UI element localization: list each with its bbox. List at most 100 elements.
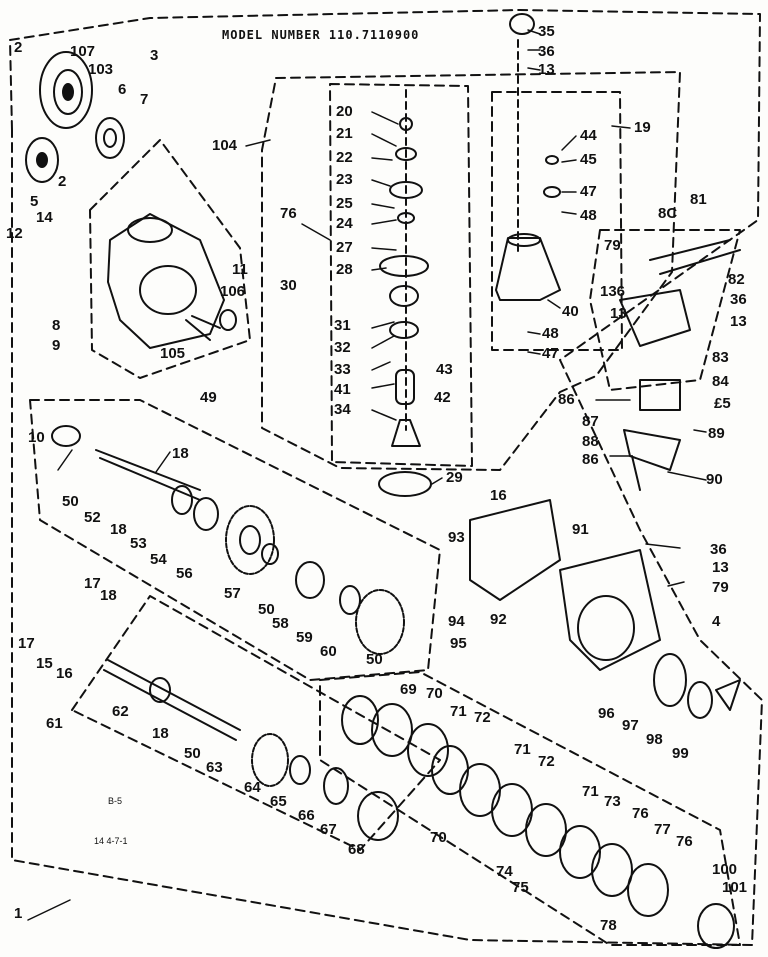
callout-c101: 101 (722, 879, 748, 896)
callout-c106: 106 (220, 283, 246, 300)
callout-c49: 49 (200, 389, 217, 406)
callout-c36a: 36 (538, 43, 555, 60)
callout-c88: 88 (582, 433, 599, 450)
callout-c4: 4 (712, 613, 721, 630)
callout-c95: 95 (450, 635, 467, 652)
callout-c24: 24 (336, 215, 353, 232)
callout-c18b: 18 (110, 521, 127, 538)
callout-c33: 33 (334, 361, 351, 378)
callout-c54: 54 (150, 551, 167, 568)
callout-c86b: 86 (582, 451, 599, 468)
callout-c73: 73 (604, 793, 621, 810)
callout-c58: 58 (272, 615, 289, 632)
callout-c79b: 79 (712, 579, 729, 596)
callout-c86a: 86 (558, 391, 575, 408)
callout-c43: 43 (436, 361, 453, 378)
bell-housing (495, 13, 561, 301)
callout-c103: 103 (88, 61, 114, 78)
callout-c50a: 50 (62, 493, 79, 510)
callout-c20: 20 (336, 103, 353, 120)
callout-c22: 22 (336, 149, 353, 166)
callout-c25: 25 (336, 195, 353, 212)
callout-c65: 65 (270, 793, 287, 810)
callout-c91: 91 (572, 521, 589, 538)
callout-c71b: 71 (514, 741, 531, 758)
page-code: B-5 (108, 796, 123, 806)
callout-c84: 84 (712, 373, 729, 390)
shaft-box-49 (29, 399, 441, 681)
callout-c105: 105 (160, 345, 186, 362)
model-number-label: MODEL NUMBER 110.7110900 (222, 28, 420, 42)
callout-c17b: 17 (18, 635, 35, 652)
callout-c18c: 18 (100, 587, 117, 604)
callout-c76c: 76 (676, 833, 693, 850)
lever-bracket (619, 239, 741, 491)
callout-c5: 5 (30, 193, 39, 210)
callout-c53: 53 (130, 535, 147, 552)
callout-c89: 89 (708, 425, 725, 442)
gearcase-housing (107, 213, 237, 349)
callout-c81: 81 (690, 191, 707, 208)
callout-c99: 99 (672, 745, 689, 762)
callout-c78: 78 (600, 917, 617, 934)
callout-c13a: 13 (538, 61, 555, 78)
callout-c30: 30 (280, 277, 297, 294)
callout-c60: 60 (320, 643, 337, 660)
callout-c7: 7 (140, 91, 149, 108)
callout-c72a: 72 (474, 709, 491, 726)
callout-c29: 29 (446, 469, 463, 486)
callout-c35: 35 (538, 23, 555, 40)
callout-c36b: 36 (730, 291, 747, 308)
callout-c59: 59 (296, 629, 313, 646)
callout-c52: 52 (84, 509, 101, 526)
shaft-column-parts (378, 89, 432, 497)
callout-c15: 15 (36, 655, 53, 672)
callout-c75: 75 (512, 879, 529, 896)
callout-c14: 14 (36, 209, 53, 226)
callout-c3: 3 (150, 47, 159, 64)
callout-c66: 66 (298, 807, 315, 824)
date-code: 14 4-7-1 (94, 836, 128, 846)
callout-c34: 34 (334, 401, 351, 418)
callout-c32: 32 (334, 339, 351, 356)
callout-c87: 87 (582, 413, 599, 430)
callout-c48a: 48 (580, 207, 597, 224)
callout-c68: 68 (348, 841, 365, 858)
callout-c79a: 79 (604, 237, 621, 254)
callout-c16a: 16 (490, 487, 507, 504)
shaft-box-61 (71, 595, 441, 851)
callout-c62: 62 (112, 703, 129, 720)
housing-box-19 (491, 91, 623, 351)
callout-c85: £5 (714, 395, 731, 412)
outer-boundary-line (9, 9, 763, 946)
callout-c42: 42 (434, 389, 451, 406)
callout-c80: 8C (658, 205, 678, 222)
callout-c70b: 70 (430, 829, 447, 846)
callout-c40: 40 (562, 303, 579, 320)
callout-c82: 82 (728, 271, 745, 288)
callout-c10: 10 (28, 429, 45, 446)
callout-c17a: 17 (84, 575, 101, 592)
callout-c83: 83 (712, 349, 729, 366)
callout-c11: 11 (232, 261, 248, 278)
callout-c45: 45 (580, 151, 597, 168)
callout-c1: 1 (14, 905, 23, 922)
callout-c36c: 36 (710, 541, 727, 558)
callout-c48b: 48 (542, 325, 559, 342)
callout-c47b: 47 (542, 345, 559, 362)
callout-c13c: 13 (730, 313, 747, 330)
callout-c92: 92 (490, 611, 507, 628)
callout-c2a: 2 (14, 39, 23, 56)
callout-c136: 136 (600, 283, 626, 300)
callout-c70a: 70 (426, 685, 443, 702)
callout-c93: 93 (448, 529, 465, 546)
callout-c23: 23 (336, 171, 353, 188)
callout-c76b: 76 (632, 805, 649, 822)
callout-c72b: 72 (538, 753, 555, 770)
callout-c18a: 18 (172, 445, 189, 462)
callout-c50d: 50 (184, 745, 201, 762)
callout-c90: 90 (706, 471, 723, 488)
callout-c18d: 18 (152, 725, 169, 742)
